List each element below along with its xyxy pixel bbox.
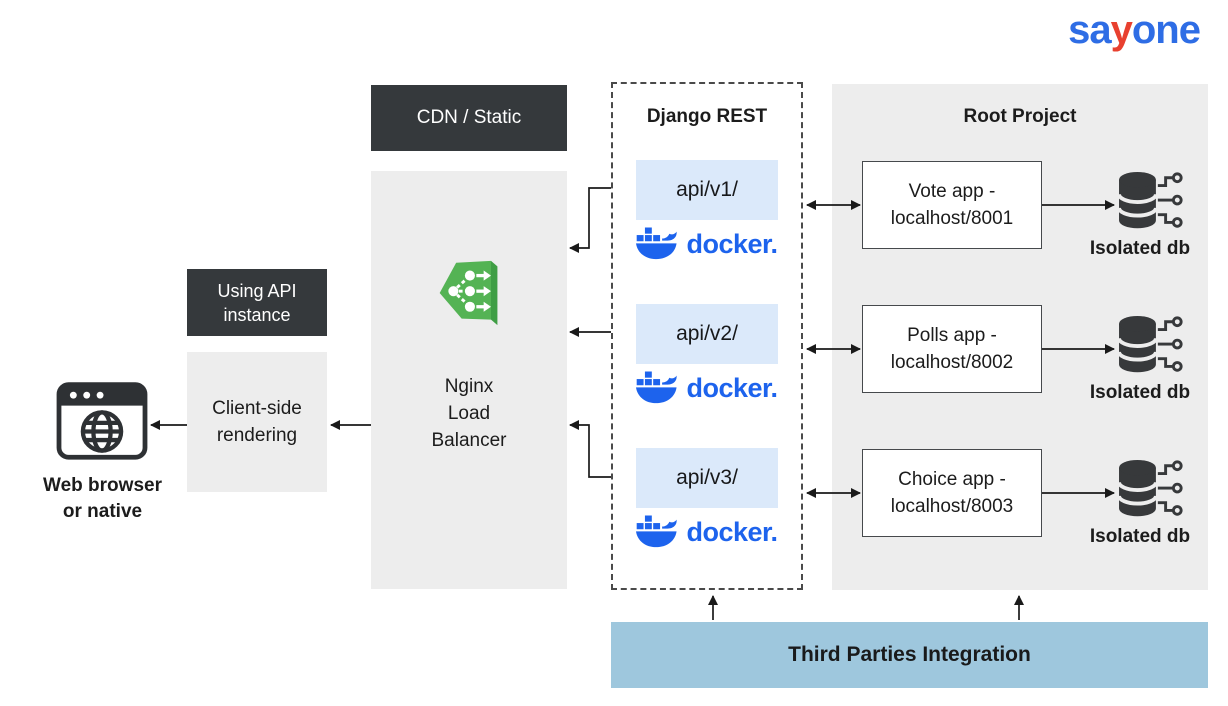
- api-v3-label: api/v3/: [676, 466, 738, 489]
- docker-wordmark: docker.: [686, 228, 778, 259]
- api-v2-chip: api/v2/: [636, 304, 778, 364]
- third-parties-label: Third Parties Integration: [788, 643, 1031, 666]
- using-api-label: Using API instance: [217, 280, 297, 325]
- docker-whale-icon: [636, 515, 678, 548]
- logo-accent: y: [1110, 8, 1133, 52]
- third-parties-integration-box: Third Parties Integration: [611, 622, 1208, 688]
- polls-app-box: Polls app - localhost/8002: [862, 305, 1042, 393]
- isolated-db-label: Isolated db: [1089, 238, 1191, 259]
- arrow-apiv3-to-nginx: [569, 420, 611, 478]
- nginx-label: Nginx Load Balancer: [431, 376, 507, 451]
- client-side-rendering-box: Client-side rendering: [187, 352, 327, 492]
- nginx-load-balancer-box: Nginx Load Balancer: [371, 171, 567, 589]
- api-v1-chip: api/v1/: [636, 160, 778, 220]
- api-v2-label: api/v2/: [676, 322, 738, 345]
- docker-wordmark: docker.: [686, 372, 778, 403]
- isolated-db-label: Isolated db: [1089, 526, 1191, 547]
- logo-text: one: [1131, 8, 1201, 52]
- arrow-apiv1-to-nginx: [569, 187, 611, 253]
- isolated-db-label: Isolated db: [1089, 382, 1191, 403]
- docker-logo: docker.: [613, 368, 801, 408]
- client-side-label: Client-side rendering: [212, 398, 302, 446]
- docker-whale-icon: [636, 227, 678, 260]
- database-icon: [1117, 171, 1183, 229]
- sayone-logo: sayone: [1068, 8, 1201, 52]
- cdn-static-label: CDN / Static: [416, 107, 522, 128]
- isolated-db-group: Isolated db: [1075, 314, 1205, 404]
- isolated-db-group: Isolated db: [1075, 458, 1205, 548]
- database-icon: [1117, 459, 1183, 517]
- root-project-title: Root Project: [963, 106, 1077, 127]
- root-project-box: Root Project Vote app - localhost/8001 P…: [832, 84, 1208, 590]
- vote-app-box: Vote app - localhost/8001: [862, 161, 1042, 249]
- database-icon: [1117, 315, 1183, 373]
- using-api-instance-box: Using API instance: [187, 269, 327, 336]
- api-v1-label: api/v1/: [676, 178, 738, 201]
- choice-app-box: Choice app - localhost/8003: [862, 449, 1042, 537]
- django-rest-title: Django REST: [646, 106, 768, 127]
- web-browser-label: Web browser or native: [43, 475, 162, 522]
- logo-text: sa: [1068, 8, 1111, 52]
- isolated-db-group: Isolated db: [1075, 170, 1205, 260]
- django-rest-box: Django REST api/v1/ docker. api/v2/ dock…: [611, 82, 803, 590]
- cdn-static-box: CDN / Static: [371, 85, 567, 151]
- docker-wordmark: docker.: [686, 516, 778, 547]
- docker-whale-icon: [636, 371, 678, 404]
- web-browser-icon: [56, 382, 148, 460]
- docker-logo: docker.: [613, 512, 801, 552]
- api-v3-chip: api/v3/: [636, 448, 778, 508]
- load-balancer-icon: [439, 260, 498, 326]
- docker-logo: docker.: [613, 224, 801, 264]
